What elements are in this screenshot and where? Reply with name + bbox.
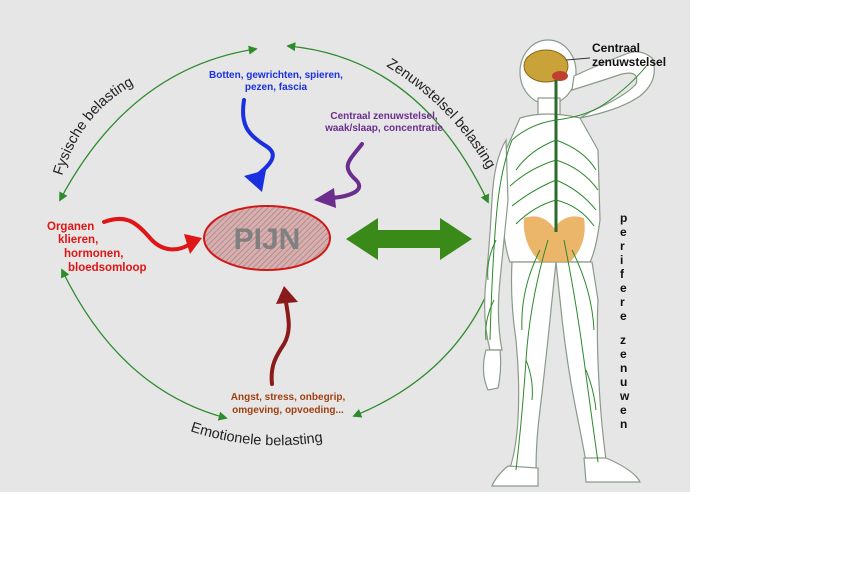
cycle-arrows — [59, 42, 494, 421]
organ-factor-line: Organen — [47, 221, 94, 233]
cycle-arrow-bottom-left — [61, 268, 228, 421]
double-arrow — [346, 218, 472, 260]
cycle-arrow-top-left — [59, 45, 258, 202]
organ-factor-line: hormonen, — [64, 248, 123, 260]
emotional-arrow — [269, 300, 291, 386]
pelvis — [523, 216, 585, 262]
pijn-label: PIJN — [234, 223, 301, 256]
organ-arrow — [102, 216, 192, 252]
emotional-arrowhead — [276, 286, 298, 304]
nervous-system-figure — [482, 39, 655, 487]
central-label-line: Centraal — [592, 41, 640, 55]
physical-factors: Botten, gewrichten, spieren, pezen, fasc… — [209, 70, 343, 93]
physical-factor-line: Botten, gewrichten, spieren, — [209, 70, 343, 81]
emotional-factor-line: omgeving, opvoeding... — [232, 405, 344, 416]
central-label-line: zenuwstelsel — [592, 55, 666, 69]
cerebellum — [552, 71, 568, 81]
physical-factor-line: pezen, fascia — [245, 82, 308, 93]
peripheral-nerves — [485, 63, 649, 471]
nervous-factor-line: waak/slaap, concentratie — [324, 123, 443, 134]
cycle-arrow-top-right — [286, 42, 490, 204]
cycle-arrow-bottom-right — [352, 280, 494, 418]
pijn-ellipse — [203, 205, 331, 271]
nervous-factors: Centraal zenuwstelsel, waak/slaap, conce… — [324, 111, 443, 134]
physical-arrowhead — [244, 170, 266, 192]
nervous-factor-line: Centraal zenuwstelsel, — [330, 111, 437, 122]
nervous-arrowhead — [314, 188, 336, 208]
influence-arrows — [102, 98, 364, 386]
central-nervous-label: Centraal zenuwstelsel — [592, 41, 666, 69]
organ-factor-line: klieren, — [58, 234, 98, 246]
organ-factor-line: bloedsomloop — [68, 262, 147, 274]
raised-arm — [571, 51, 655, 119]
emotional-factor-line: Angst, stress, onbegrip, — [231, 392, 346, 403]
emotional-factors: Angst, stress, onbegrip, omgeving, opvoe… — [231, 392, 346, 416]
organ-factors: Organen klieren, hormonen, bloedsomloop — [47, 221, 147, 274]
physical-arrow — [241, 98, 275, 180]
organ-arrowhead — [184, 234, 202, 254]
nervous-arrow — [324, 142, 364, 200]
